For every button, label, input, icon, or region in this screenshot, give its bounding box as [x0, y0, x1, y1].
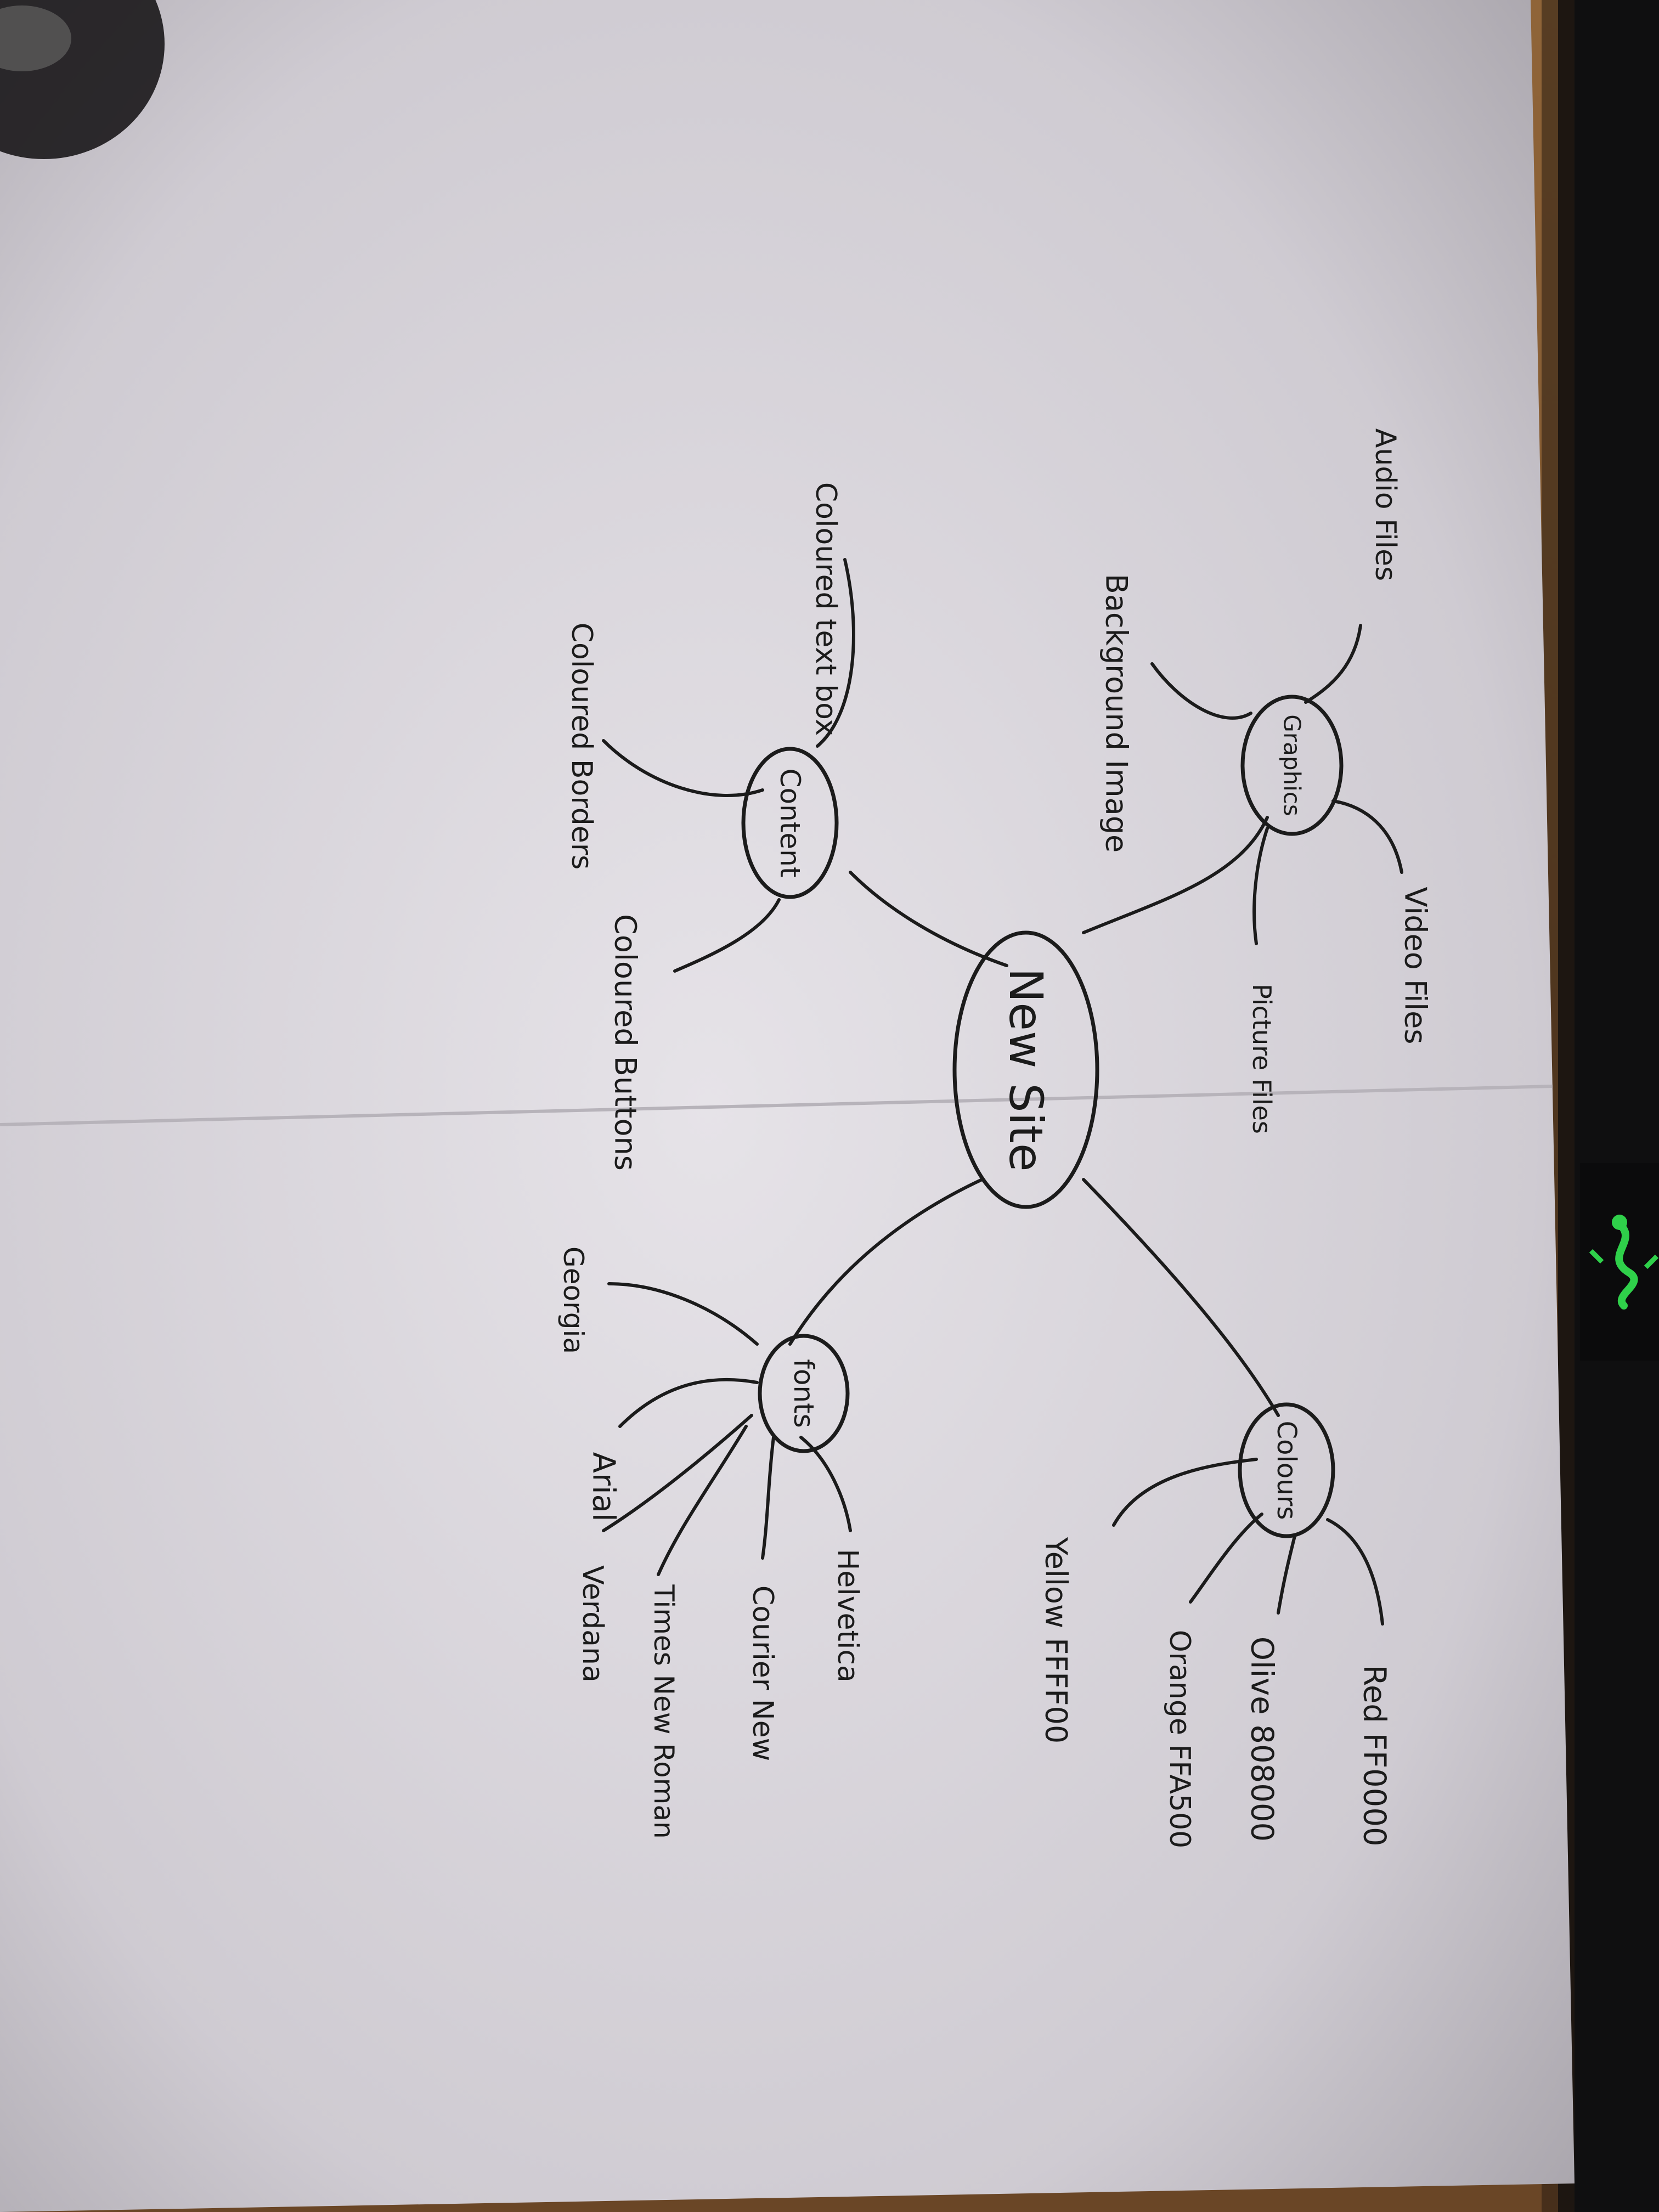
leaf-times-new-roman: Times New Roman: [648, 1584, 680, 1838]
link-fonts-georgia: [607, 1282, 759, 1346]
link-graphics-audio: [1304, 624, 1362, 704]
link-colours-olive: [1277, 1534, 1296, 1615]
leaf-georgia: Georgia: [557, 1246, 589, 1354]
topic-fonts: fonts: [788, 1359, 820, 1428]
snake-logo-icon: [1589, 1215, 1659, 1310]
topic-content: Content: [774, 769, 806, 878]
link-central-colours: [1082, 1178, 1280, 1417]
link-colours-red: [1326, 1518, 1384, 1626]
leaf-arial: Arial: [586, 1452, 622, 1522]
topic-graphics-bubble: [1240, 695, 1344, 836]
topic-colours: Colours: [1271, 1421, 1302, 1520]
link-content-textbox: [816, 558, 855, 748]
link-fonts-times: [657, 1425, 748, 1576]
topic-graphics: Graphics: [1279, 714, 1306, 816]
link-colours-yellow: [1112, 1458, 1258, 1527]
leaf-background-image: Background Image: [1099, 574, 1134, 853]
link-central-graphics: [1082, 816, 1269, 934]
leaf-orange: Orange FFA500: [1163, 1630, 1196, 1849]
leaf-red: Red FF0000: [1357, 1664, 1392, 1846]
link-colours-orange: [1189, 1513, 1263, 1604]
central-node-bubble: [952, 930, 1099, 1209]
leaf-video-files: Video Files: [1398, 887, 1433, 1045]
leaf-verdana: Verdana: [576, 1565, 609, 1683]
topic-fonts-bubble: [758, 1334, 850, 1453]
topic-colours-bubble: [1238, 1402, 1335, 1538]
leaf-picture-files: Picture Files: [1247, 984, 1277, 1134]
link-central-fonts: [788, 1178, 984, 1346]
link-central-content: [849, 871, 1008, 967]
dark-device: [1558, 0, 1659, 2212]
blurry-object-highlight: [0, 5, 71, 71]
leaf-audio-files: Audio Files: [1369, 428, 1402, 581]
leaf-yellow: Yellow FFFF00: [1039, 1537, 1074, 1743]
leaf-helvetica: Helvetica: [831, 1549, 864, 1683]
link-fonts-courier: [761, 1436, 775, 1560]
link-graphics-picture: [1252, 827, 1269, 945]
leaf-courier-new: Courier New: [746, 1585, 779, 1761]
leaf-coloured-buttons: Coloured Buttons: [608, 914, 643, 1171]
leaf-coloured-borders: Coloured Borders: [565, 623, 598, 870]
leaf-coloured-text-box: Coloured text box: [809, 482, 842, 736]
topic-content-bubble: [741, 747, 839, 899]
link-graphics-background: [1150, 662, 1252, 720]
link-content-buttons: [673, 898, 781, 973]
link-content-borders: [602, 739, 764, 797]
central-node: New Site: [999, 968, 1053, 1171]
paper-fold: [0, 1085, 1553, 1126]
link-fonts-arial: [618, 1378, 759, 1428]
link-fonts-verdana: [602, 1414, 753, 1532]
link-fonts-helvetica: [799, 1436, 852, 1532]
leaf-olive: Olive 808000: [1244, 1637, 1280, 1842]
link-graphics-video: [1331, 799, 1403, 874]
